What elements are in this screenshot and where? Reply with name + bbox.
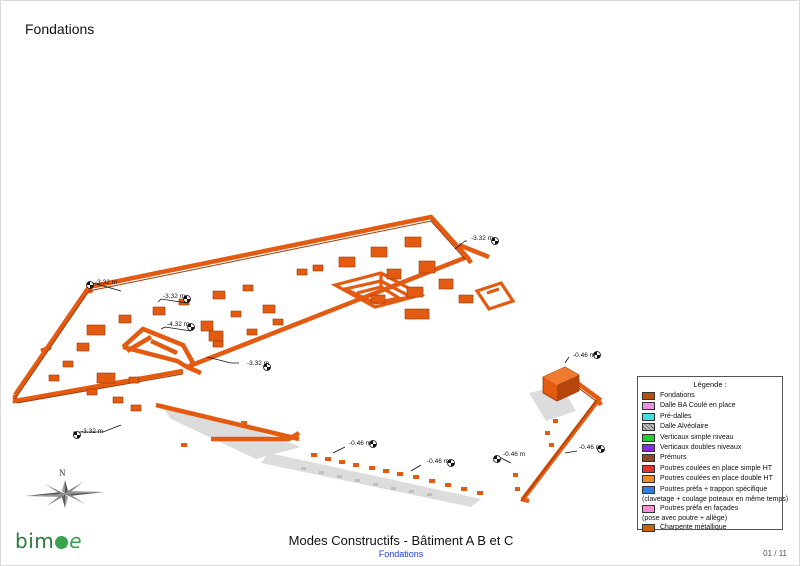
level-label: -0.46 m bbox=[503, 451, 525, 458]
foundation-walls bbox=[12, 214, 603, 504]
level-label: -3.32 m bbox=[163, 293, 185, 300]
legend-item: Poutres préfa + trappon spécifique bbox=[642, 485, 778, 495]
legend-label: Prémurs bbox=[660, 454, 687, 462]
page-number: 01 / 11 bbox=[763, 549, 787, 558]
legend-swatch bbox=[642, 402, 655, 411]
legend-item: Verticaux simple niveau bbox=[642, 433, 778, 443]
legend-item: Prémurs bbox=[642, 453, 778, 463]
legend-label: Verticaux simple niveau bbox=[660, 433, 734, 441]
legend-swatch bbox=[642, 464, 655, 473]
legend-label: Dalle BA Coulé en place bbox=[660, 402, 736, 410]
legend-item: Dalle Alvéolaire bbox=[642, 422, 778, 432]
level-label: -3.32 m bbox=[81, 428, 103, 435]
footings bbox=[48, 236, 474, 412]
level-labels: -3.32 m -3.32 m -3.32 m -4.32 m -3.32 m … bbox=[81, 235, 601, 465]
legend-swatch bbox=[642, 454, 655, 463]
foundation-plan: -3.32 m -3.32 m -3.32 m -4.32 m -3.32 m … bbox=[12, 214, 605, 508]
tower-block bbox=[542, 366, 580, 402]
legend-swatch bbox=[642, 392, 655, 400]
footer-title: Modes Constructifs - Bâtiment A B et C bbox=[288, 533, 514, 548]
wall-edges bbox=[14, 220, 597, 502]
legend-title: Légende : bbox=[693, 380, 727, 389]
legend-label: Pré-dalles bbox=[660, 412, 692, 420]
compass-rose: N bbox=[25, 468, 105, 508]
legend-label: Poutres coulées en place simple HT bbox=[660, 464, 773, 472]
logo-text-suffix: e bbox=[69, 529, 83, 553]
legend-item: Pré-dalles bbox=[642, 412, 778, 422]
compass-north-label: N bbox=[59, 468, 66, 478]
small-footings-row bbox=[181, 419, 558, 495]
footer-subtitle: Fondations bbox=[378, 549, 424, 559]
level-label: -3.32 m bbox=[95, 279, 117, 286]
footing-shadow-dots bbox=[301, 467, 432, 496]
legend-note: (clavetage + coulage poteaux en même tem… bbox=[642, 495, 789, 503]
legend-label: Fondations bbox=[660, 392, 695, 399]
legend-item: Poutres préfa en façades bbox=[642, 504, 778, 514]
inner-structure bbox=[330, 271, 516, 311]
level-label: -3.32 m bbox=[247, 360, 269, 367]
legend-label: Charpente métallique bbox=[660, 524, 727, 532]
level-leaders bbox=[73, 240, 578, 472]
legend-swatch bbox=[642, 412, 655, 421]
legend-swatch bbox=[642, 423, 655, 432]
level-label: -4.32 m bbox=[167, 321, 189, 328]
level-label: -0.46 m bbox=[579, 444, 601, 451]
legend-item: Dalle BA Coulé en place bbox=[642, 401, 778, 411]
page-title: Fondations bbox=[25, 21, 95, 37]
legend-swatch bbox=[642, 475, 655, 484]
legend-item: Charpente métallique bbox=[642, 523, 778, 533]
legend-label: Dalle Alvéolaire bbox=[660, 423, 709, 431]
legend-swatch bbox=[642, 504, 655, 513]
legend-item: Verticaux doubles niveaux bbox=[642, 443, 778, 453]
level-markers bbox=[73, 237, 605, 467]
legend-label: Poutres préfa + trappon spécifique bbox=[660, 485, 768, 493]
legend-swatch bbox=[642, 443, 655, 452]
legend-swatch bbox=[642, 524, 655, 533]
level-label: -0.46 m bbox=[349, 440, 371, 447]
legend-item: Poutres coulées en place double HT bbox=[642, 474, 778, 484]
legend-note: (pose avec poutre + allège) bbox=[642, 515, 728, 523]
level-label: -0.46 m bbox=[573, 352, 595, 359]
legend-swatch bbox=[642, 433, 655, 442]
legend-label: Poutres préfa en façades bbox=[660, 504, 739, 512]
legend-swatch bbox=[642, 485, 655, 494]
level-label: -0.46 m bbox=[427, 458, 449, 465]
level-label: -3.32 m bbox=[471, 235, 493, 242]
legend-label: Poutres coulées en place double HT bbox=[660, 475, 773, 483]
legend-item: Poutres coulées en place simple HT bbox=[642, 464, 778, 474]
logo-dot-icon bbox=[55, 536, 69, 549]
logo-text-prefix: bim bbox=[15, 529, 55, 553]
legend-label: Verticaux doubles niveaux bbox=[660, 443, 742, 451]
legend-item: Fondations bbox=[642, 391, 778, 401]
